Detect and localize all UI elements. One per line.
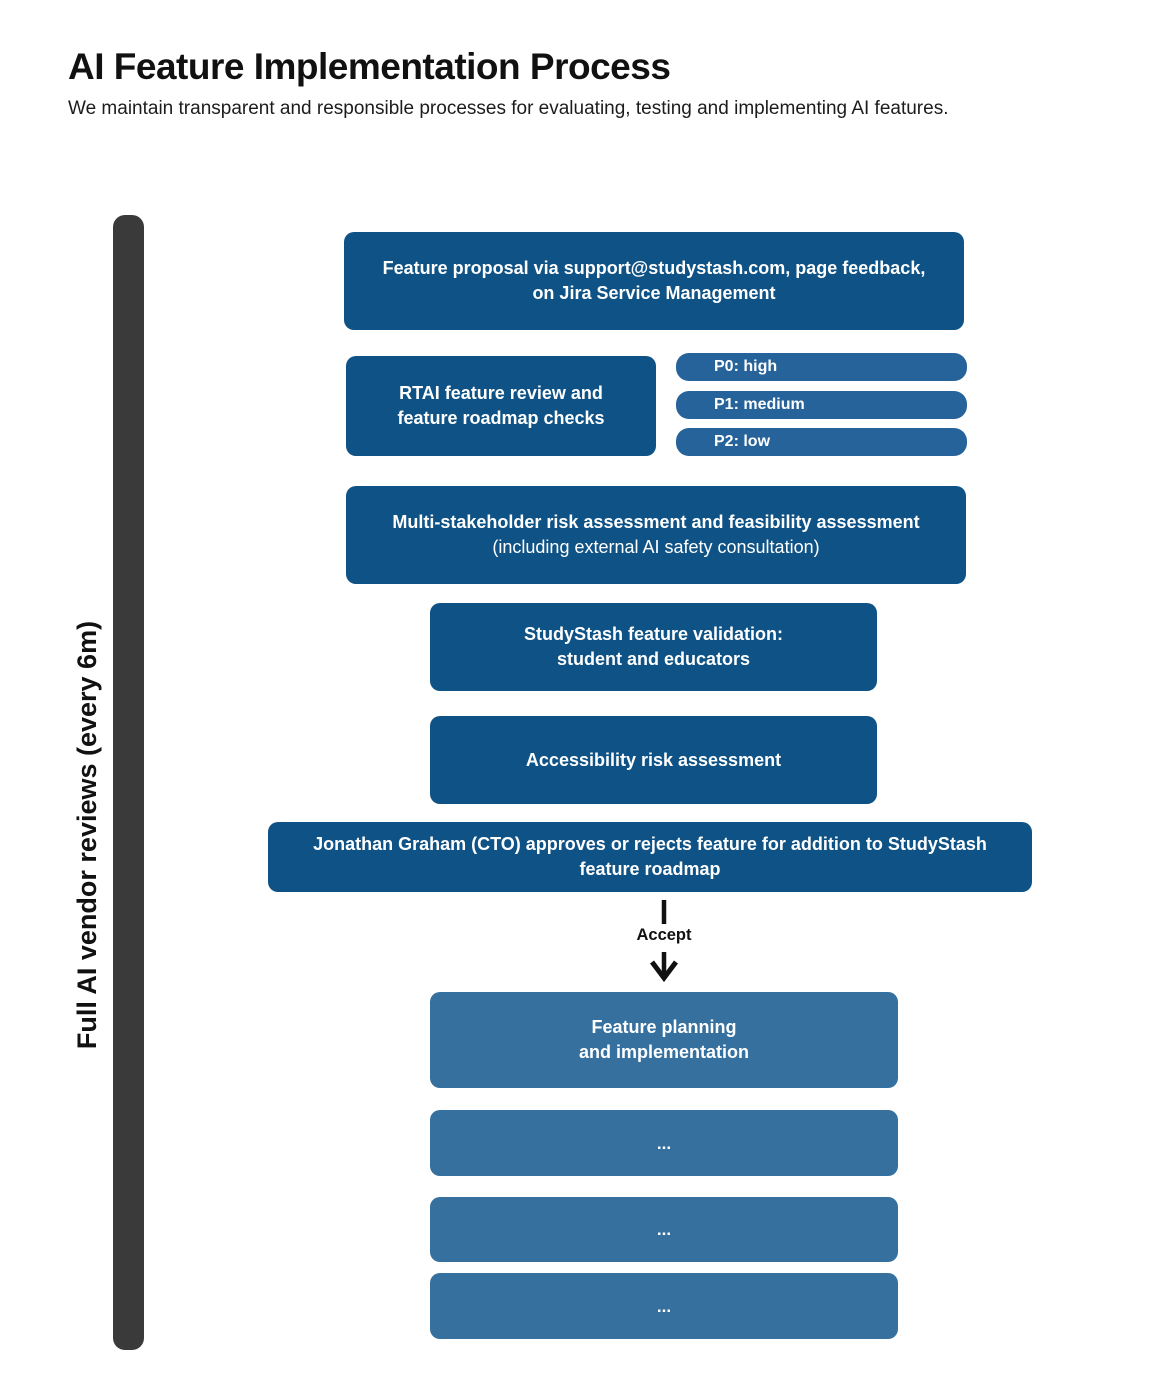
risk-assessment-note-text: (including external AI safety consultati… xyxy=(492,537,820,557)
flow-step-cto-approval: Jonathan Graham (CTO) approves or reject… xyxy=(268,822,1032,892)
flow-step-placeholder-2: ... xyxy=(430,1197,898,1262)
flow-step-feature-validation: StudyStash feature validation: student a… xyxy=(430,603,877,691)
flow-step-feature-proposal: Feature proposal via support@studystash.… xyxy=(344,232,964,330)
priority-pill-p1: P1: medium xyxy=(676,391,967,419)
flow-step-accessibility-assessment: Accessibility risk assessment xyxy=(430,716,877,804)
priority-pill-p2: P2: low xyxy=(676,428,967,456)
flow-step-rtai-review: RTAI feature review and feature roadmap … xyxy=(346,356,656,456)
risk-assessment-bold-text: Multi-stakeholder risk assessment and fe… xyxy=(392,512,920,532)
vendor-review-timeline-bar xyxy=(113,215,144,1350)
flow-step-placeholder-1: ... xyxy=(430,1110,898,1176)
accept-arrow-label: Accept xyxy=(636,926,692,944)
priority-pill-p0: P0: high xyxy=(676,353,967,381)
flow-step-risk-assessment: Multi-stakeholder risk assessment and fe… xyxy=(346,486,966,584)
down-arrow-icon xyxy=(650,900,678,983)
flow-step-feature-planning: Feature planning and implementation xyxy=(430,992,898,1088)
flow-step-placeholder-3: ... xyxy=(430,1273,898,1339)
page-subtitle: We maintain transparent and responsible … xyxy=(68,98,949,119)
page-title: AI Feature Implementation Process xyxy=(68,46,671,87)
vendor-review-label: Full AI vendor reviews (every 6m) xyxy=(72,620,102,1050)
